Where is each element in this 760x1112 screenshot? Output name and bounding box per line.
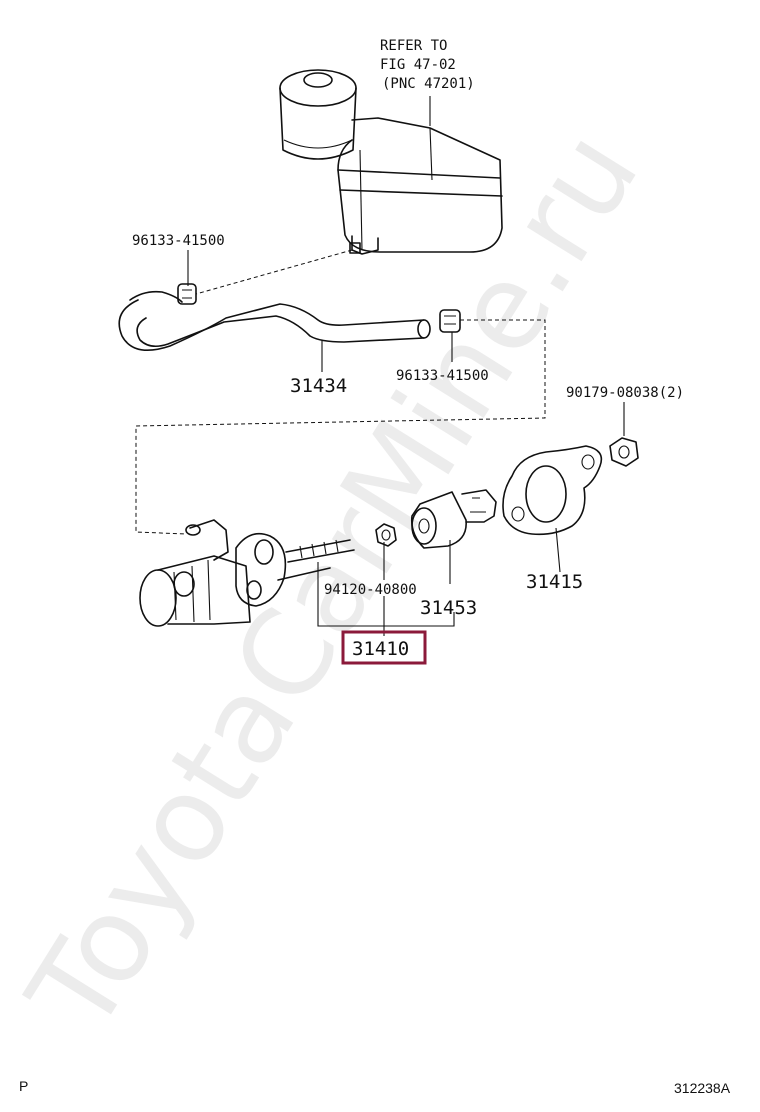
leader-assembly — [317, 562, 455, 636]
label-master-cylinder[interactable]: 31410 — [352, 638, 409, 660]
footer-left: P — [19, 1078, 29, 1094]
reference-note-line1: REFER TO — [380, 38, 447, 54]
reference-note-line2: FIG 47-02 — [380, 57, 456, 73]
push-rod — [410, 489, 497, 549]
label-clip-lower: 96133-41500 — [396, 368, 489, 384]
label-push-rod: 31453 — [420, 597, 477, 619]
label-clip-upper: 96133-41500 — [132, 233, 225, 249]
leader-gasket — [555, 527, 561, 573]
clip-lower — [439, 309, 461, 333]
hose — [118, 290, 431, 352]
label-hose: 31434 — [290, 375, 347, 397]
master-cylinder — [139, 519, 355, 627]
highlight-box — [341, 630, 427, 665]
label-gasket: 31415 — [526, 571, 583, 593]
nut-small — [375, 523, 397, 547]
reservoir-tank — [279, 69, 503, 255]
reference-note-line3: (PNC 47201) — [382, 76, 475, 92]
figure-code: 312238A — [674, 1080, 731, 1096]
label-nut: 90179-08038(2) — [566, 385, 684, 401]
gasket — [502, 445, 603, 536]
dash-reservoir-to-clip — [195, 249, 353, 295]
label-nut-small: 94120-40800 — [324, 582, 417, 598]
nut — [609, 437, 639, 467]
dash-routing — [135, 319, 546, 535]
